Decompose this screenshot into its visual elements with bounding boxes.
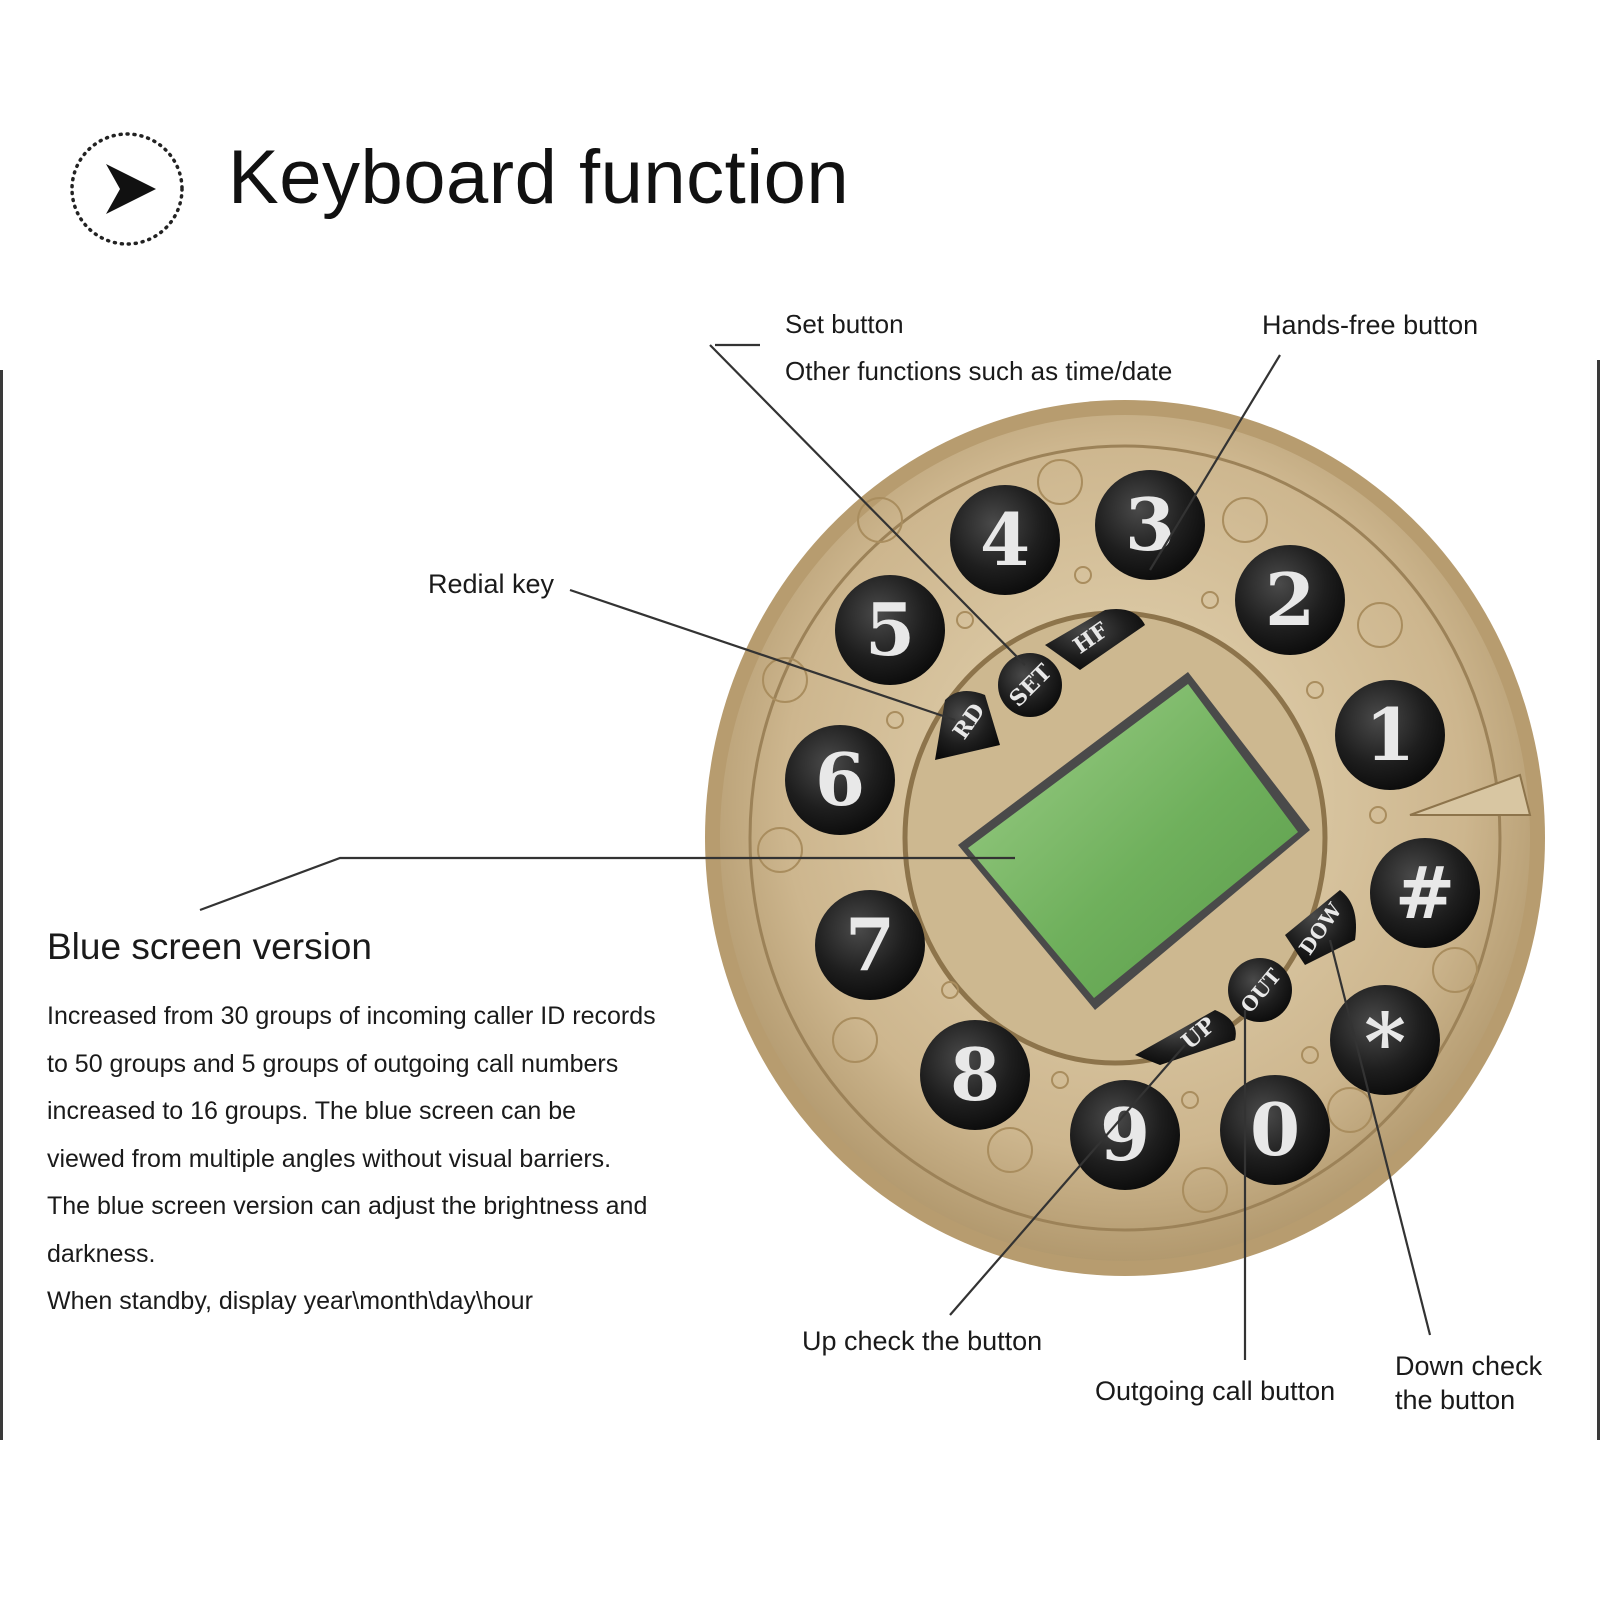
svg-text:*: *: [1364, 995, 1406, 1089]
key-9: 9: [1070, 1080, 1180, 1190]
left-edge-line: [0, 370, 3, 1440]
set-button-label: Set button: [785, 309, 904, 339]
svg-text:4: 4: [980, 497, 1030, 582]
key-5: 5: [835, 575, 945, 685]
hands-free-callout-line: [1149, 354, 1281, 571]
outgoing-key: OUT: [1228, 958, 1292, 1022]
svg-text:2: 2: [1265, 557, 1315, 642]
redial-callout-line: [569, 588, 956, 722]
screen-description-paragraph: Increased from 30 groups of incoming cal…: [47, 1002, 656, 1268]
page-title: Keyboard function: [228, 135, 850, 220]
svg-text:1: 1: [1365, 692, 1415, 777]
down-check-label: Down check the button: [1395, 1351, 1543, 1415]
screen-version-description: Increased from 30 groups of incoming cal…: [47, 993, 657, 1326]
number-keys: 1 2 3 4 5 6 7 8 9 0 * #: [785, 470, 1480, 1190]
set-callout-leader: [709, 344, 1026, 666]
right-edge-line: [1597, 360, 1600, 1440]
standby-note: When standby, display year\month\day\hou…: [47, 1287, 533, 1315]
key-4: 4: [950, 485, 1060, 595]
up-check-label: Up check the button: [802, 1326, 1043, 1356]
set-button-detail-label: Other functions such as time/date: [785, 356, 1173, 386]
finger-stop: [1409, 773, 1532, 816]
svg-text:8: 8: [950, 1032, 1000, 1117]
svg-text:6: 6: [815, 737, 865, 822]
key-6: 6: [785, 725, 895, 835]
screen-version-heading: Blue screen version: [47, 926, 372, 967]
callout-lines: [199, 343, 1432, 1360]
lcd-screen: [958, 672, 1310, 1010]
up-callout-line: [949, 1044, 1186, 1316]
hands-free-label: Hands-free button: [1262, 310, 1479, 340]
redial-key: RD: [935, 691, 1000, 760]
function-keys: SET HF RD UP OUT DOW: [935, 609, 1356, 1065]
key-0: 0: [1220, 1075, 1330, 1185]
arrow-right-dotted-circle-icon: [70, 132, 184, 246]
key-3: 3: [1095, 470, 1205, 580]
screen-callout-line: [199, 856, 1015, 912]
key-star: *: [1330, 985, 1440, 1095]
outgoing-call-label: Outgoing call button: [1095, 1376, 1336, 1406]
down-callout-line: [1328, 939, 1432, 1336]
key-8: 8: [920, 1020, 1030, 1130]
svg-text:0: 0: [1250, 1087, 1300, 1172]
svg-text:#: #: [1395, 850, 1455, 935]
keypad-groove: [748, 444, 1502, 1232]
key-hash: #: [1370, 838, 1480, 948]
set-key: SET: [998, 653, 1062, 717]
ornaments: [757, 459, 1478, 1213]
down-key: DOW: [1285, 890, 1356, 965]
svg-text:3: 3: [1125, 482, 1175, 567]
key-2: 2: [1235, 545, 1345, 655]
svg-text:7: 7: [845, 902, 895, 987]
key-7: 7: [815, 890, 925, 1000]
key-1: 1: [1335, 680, 1445, 790]
redial-key-label: Redial key: [428, 569, 555, 599]
svg-text:5: 5: [865, 587, 915, 672]
